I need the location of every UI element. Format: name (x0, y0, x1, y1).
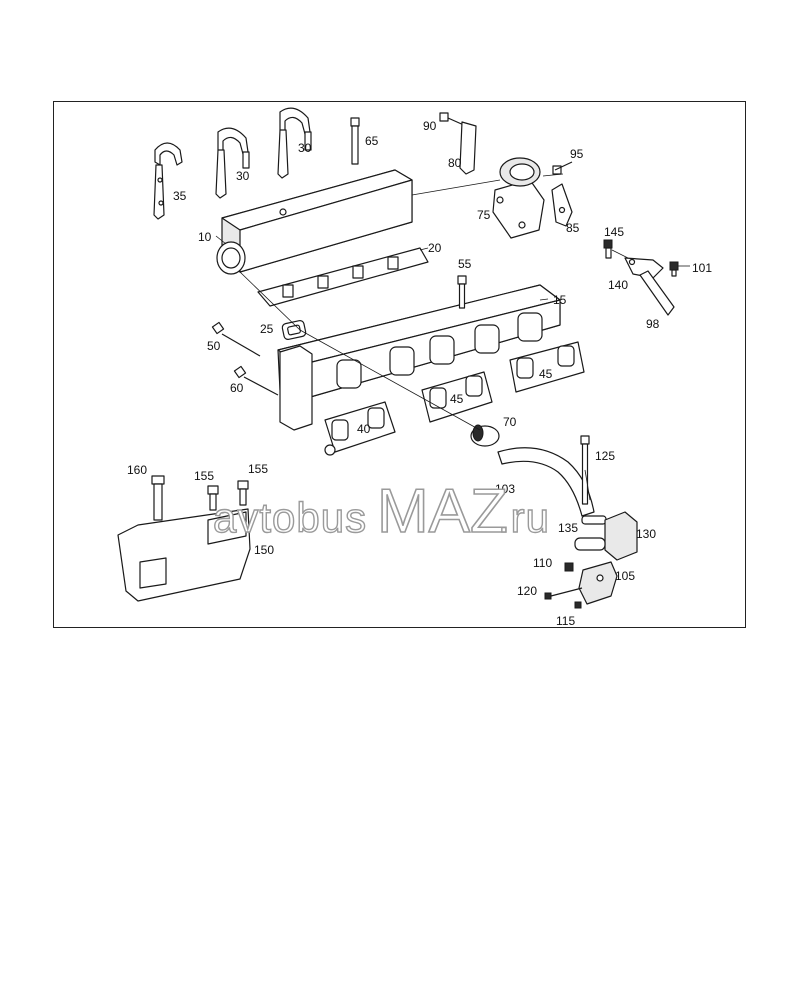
gasket-45-left (421, 371, 493, 423)
gasket-45-right (509, 341, 585, 393)
callout-125: 125 (595, 449, 615, 463)
callouts: 10 15 20 25 30 30 35 40 45 45 50 55 60 6… (127, 119, 712, 628)
callout-155-right: 155 (248, 462, 268, 476)
callout-101: 101 (692, 261, 712, 275)
bolt-55 (457, 275, 467, 309)
callout-45-left: 45 (450, 392, 464, 406)
callout-155-left: 155 (194, 469, 214, 483)
callout-45-right: 45 (539, 367, 553, 381)
clamp-30-right (277, 107, 312, 179)
clamp-30-left (215, 127, 250, 199)
bolt-120 (544, 587, 583, 600)
bolt-95 (552, 161, 573, 175)
callout-20: 20 (428, 241, 442, 255)
callout-30-left: 30 (236, 169, 250, 183)
callout-130: 130 (636, 527, 656, 541)
callout-95: 95 (570, 147, 584, 161)
callout-160: 160 (127, 463, 147, 477)
callout-135: 135 (558, 521, 578, 535)
bolt-60 (233, 365, 279, 396)
actuator-105 (578, 561, 618, 605)
callout-105: 105 (615, 569, 635, 583)
bracket-80 (459, 121, 477, 175)
bolt-125 (580, 435, 590, 505)
callout-55: 55 (458, 257, 472, 271)
bracket-140 (624, 257, 664, 279)
clamp-35 (153, 142, 183, 220)
callout-65: 65 (365, 134, 379, 148)
bolt-155-right (237, 480, 249, 506)
callout-115: 115 (556, 614, 575, 628)
callout-10: 10 (198, 230, 212, 244)
callout-30-right: 30 (298, 141, 312, 155)
callout-40: 40 (357, 422, 371, 436)
egr-cooler-10 (216, 169, 413, 275)
seal-ring-70 (470, 424, 500, 447)
part-110 (564, 562, 574, 572)
exhaust-elbow-75 (492, 157, 545, 239)
callout-60: 60 (230, 381, 244, 395)
gasket-40 (324, 401, 396, 456)
egr-valve-130 (574, 511, 638, 561)
heat-shield-150 (117, 508, 251, 602)
bracket-85 (551, 183, 573, 227)
leader-lines (215, 173, 690, 501)
bolt-160 (151, 475, 165, 521)
callout-85: 85 (566, 221, 580, 235)
bolt-155-left (207, 485, 219, 511)
callout-25: 25 (260, 322, 274, 336)
bolt-101 (669, 261, 679, 277)
callout-120: 120 (517, 584, 537, 598)
watermark-right: .ru (498, 494, 550, 541)
callout-98: 98 (646, 317, 660, 331)
pipe-103 (497, 447, 595, 517)
watermark-left: avtobus (213, 494, 367, 541)
callout-90: 90 (423, 119, 437, 133)
callout-50: 50 (207, 339, 221, 353)
callout-150: 150 (254, 543, 274, 557)
bolt-65 (350, 117, 360, 165)
callout-110: 110 (533, 556, 552, 570)
callout-70: 70 (503, 415, 517, 429)
bolt-50 (211, 321, 261, 357)
bolt-115 (574, 601, 582, 609)
callout-15: 15 (553, 293, 567, 307)
callout-140: 140 (608, 278, 628, 292)
callout-145: 145 (604, 225, 624, 239)
exhaust-manifold-15 (277, 284, 561, 431)
watermark-brand: MAZ (377, 477, 508, 546)
callout-103: 103 (495, 482, 515, 496)
gasket-25 (281, 320, 307, 340)
bracket-98 (639, 270, 675, 316)
gasket-20 (257, 247, 429, 307)
callout-75: 75 (477, 208, 491, 222)
gasket-135 (581, 515, 607, 525)
callout-35: 35 (173, 189, 187, 203)
bolt-145 (603, 239, 613, 259)
callout-80: 80 (448, 156, 462, 170)
watermark: avtobus MAZ .ru (212, 476, 550, 547)
